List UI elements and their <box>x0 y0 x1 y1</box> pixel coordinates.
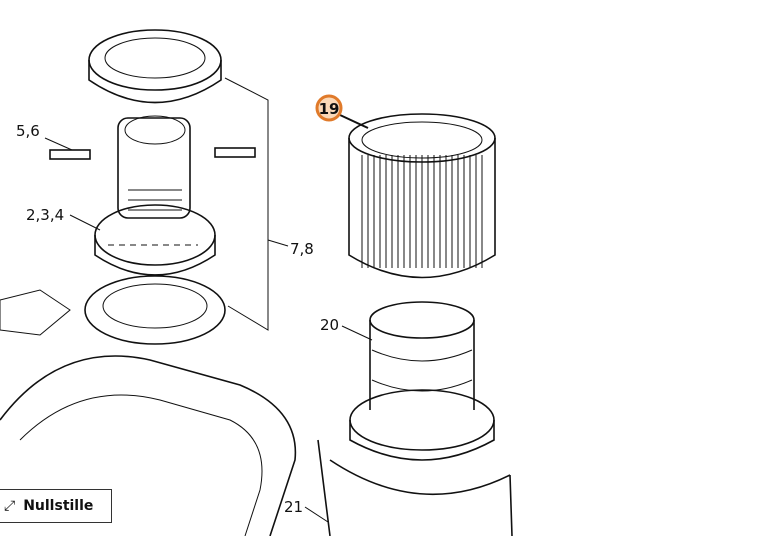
callout-2-3-4[interactable]: 2,3,4 <box>26 206 64 224</box>
callout-5-6[interactable]: 5,6 <box>16 122 40 140</box>
motor-cover-part[interactable] <box>88 29 222 104</box>
svg-text:19: 19 <box>319 100 340 118</box>
gasket-part[interactable] <box>84 275 226 345</box>
filter-part-19[interactable] <box>348 113 496 279</box>
container-part-21[interactable] <box>317 439 513 536</box>
expand-arrows-icon: ⤢ <box>4 498 16 514</box>
screw-part[interactable] <box>49 147 256 160</box>
callout-7-8[interactable]: 7,8 <box>290 240 314 258</box>
filter-basket-part-20[interactable] <box>349 301 495 461</box>
reset-view-button[interactable]: ⤢ Nullstille <box>0 489 112 523</box>
reset-label: Nullstille <box>23 498 94 514</box>
callout-19[interactable]: 19 <box>315 94 343 122</box>
motor-part[interactable] <box>94 115 216 276</box>
callout-21[interactable]: 21 <box>284 498 303 516</box>
callout-20[interactable]: 20 <box>320 316 339 334</box>
housing-part[interactable] <box>0 289 297 536</box>
